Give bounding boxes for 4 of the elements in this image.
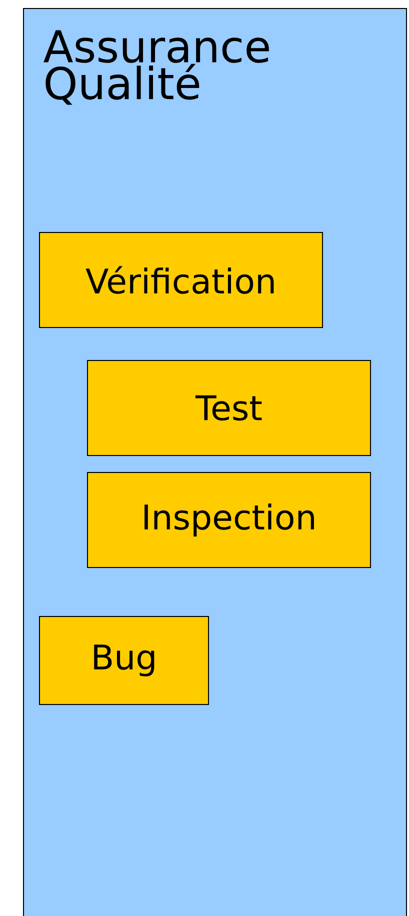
- process-box: Vérification: [39, 232, 323, 328]
- process-box: Inspection: [87, 472, 371, 568]
- process-box: Bug: [39, 616, 209, 705]
- process-box: Test: [87, 360, 371, 456]
